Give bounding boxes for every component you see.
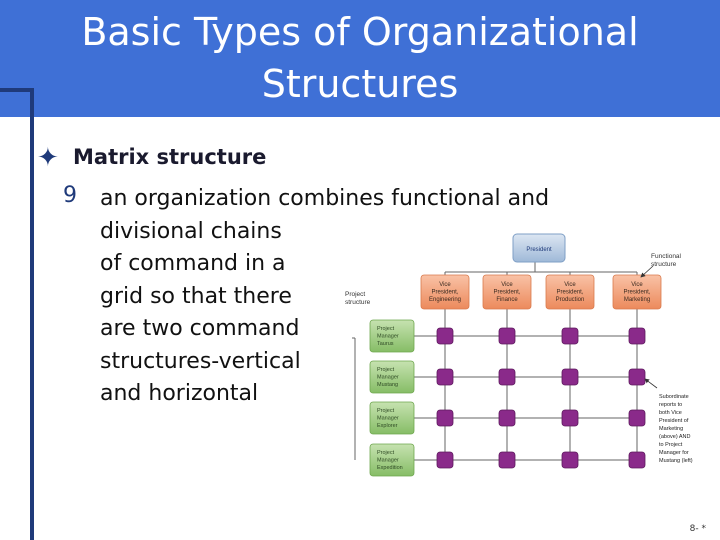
matrix-node bbox=[498, 451, 516, 469]
matrix-node bbox=[561, 409, 579, 427]
project-manager-box bbox=[369, 360, 415, 394]
slide-title: Basic Types of Organizational Structures bbox=[60, 6, 660, 110]
title-banner bbox=[0, 0, 720, 117]
matrix-node bbox=[436, 368, 454, 386]
vp-label: Vice bbox=[501, 282, 513, 288]
vp-box bbox=[612, 274, 662, 310]
subordinate-note: reports to bbox=[659, 402, 682, 408]
functional-structure-label: Functional bbox=[651, 253, 682, 260]
subordinate-note: Marketing bbox=[659, 426, 683, 432]
matrix-node bbox=[436, 409, 454, 427]
functional-arrow bbox=[640, 265, 654, 278]
matrix-node bbox=[561, 451, 579, 469]
sub-bullet-number: 9 bbox=[63, 183, 77, 208]
vp-label: Marketing bbox=[624, 297, 650, 303]
project-manager-label: Project bbox=[377, 326, 395, 332]
project-manager-label: Manager bbox=[377, 416, 399, 422]
project-manager-label: Manager bbox=[377, 334, 399, 340]
vp-box bbox=[482, 274, 532, 310]
subordinate-note: (above) AND bbox=[659, 434, 691, 440]
vp-label: President, bbox=[431, 290, 458, 296]
subordinate-note: to Project bbox=[659, 442, 683, 448]
project-structure-label: structure bbox=[345, 299, 371, 306]
project-manager-label: Project bbox=[377, 450, 395, 456]
title-line-2: Structures bbox=[261, 62, 459, 106]
vp-label: Finance bbox=[496, 297, 518, 303]
vp-label: Vice bbox=[564, 282, 576, 288]
vp-box bbox=[420, 274, 470, 310]
vp-label: President, bbox=[493, 290, 520, 296]
sub-line: an organization combines functional and bbox=[100, 186, 550, 211]
matrix-node bbox=[628, 451, 646, 469]
project-manager-label: Project bbox=[377, 408, 395, 414]
vp-label: Vice bbox=[631, 282, 643, 288]
decorative-line bbox=[0, 88, 33, 92]
page-number: 8- * bbox=[689, 524, 706, 534]
matrix-node bbox=[498, 368, 516, 386]
project-manager-label: Manager bbox=[377, 458, 399, 464]
matrix-node bbox=[628, 327, 646, 345]
matrix-structure-diagram: PresidentVicePresident,EngineeringVicePr… bbox=[345, 233, 693, 477]
vp-box bbox=[545, 274, 595, 310]
sub-line: grid so that there bbox=[100, 283, 292, 309]
sub-bullet-text: an organization combines functional and … bbox=[100, 183, 570, 411]
vp-label: President, bbox=[556, 290, 583, 296]
matrix-node bbox=[561, 327, 579, 345]
matrix-node bbox=[628, 368, 646, 386]
project-manager-box bbox=[369, 443, 415, 477]
sub-line: of command in a bbox=[100, 251, 286, 276]
project-manager-label: Expedition bbox=[377, 465, 403, 471]
matrix-node bbox=[436, 451, 454, 469]
sub-line: and horizontal bbox=[100, 381, 259, 406]
matrix-node bbox=[498, 409, 516, 427]
matrix-node bbox=[436, 327, 454, 345]
project-manager-label: Explorer bbox=[377, 423, 398, 429]
matrix-node bbox=[628, 409, 646, 427]
vp-label: President, bbox=[623, 290, 650, 296]
project-structure-label: Project bbox=[345, 291, 365, 298]
sub-line: are two command bbox=[100, 316, 300, 341]
project-manager-label: Project bbox=[377, 367, 395, 373]
subordinate-note: Manager for bbox=[659, 450, 689, 456]
vp-label: Vice bbox=[439, 282, 451, 288]
sub-line: divisional chains bbox=[100, 218, 282, 244]
vp-label: Engineering bbox=[429, 297, 461, 303]
project-manager-box bbox=[369, 401, 415, 435]
subordinate-note: both Vice bbox=[659, 410, 682, 416]
president-box bbox=[512, 233, 566, 263]
subordinate-note: Mustang (left) bbox=[659, 458, 693, 464]
decorative-line-vertical bbox=[30, 88, 34, 540]
title-line-1: Basic Types of Organizational bbox=[81, 10, 639, 54]
project-manager-box bbox=[369, 319, 415, 353]
functional-structure-label: structure bbox=[651, 261, 677, 268]
subordinate-note: President of bbox=[659, 418, 689, 424]
sub-line: structures-vertical bbox=[100, 348, 301, 374]
bullet-star-icon: ✦ bbox=[37, 143, 59, 173]
subordinate-note: Subordinate bbox=[659, 394, 689, 400]
vp-label: Production bbox=[556, 297, 585, 303]
project-manager-label: Manager bbox=[377, 375, 399, 381]
project-manager-label: Mustang bbox=[377, 382, 398, 388]
matrix-node bbox=[561, 368, 579, 386]
subordinate-arrow bbox=[644, 378, 658, 389]
president-label: President bbox=[526, 247, 552, 253]
project-manager-label: Taurus bbox=[377, 341, 394, 347]
bullet-heading: Matrix structure bbox=[73, 145, 267, 169]
matrix-node bbox=[498, 327, 516, 345]
